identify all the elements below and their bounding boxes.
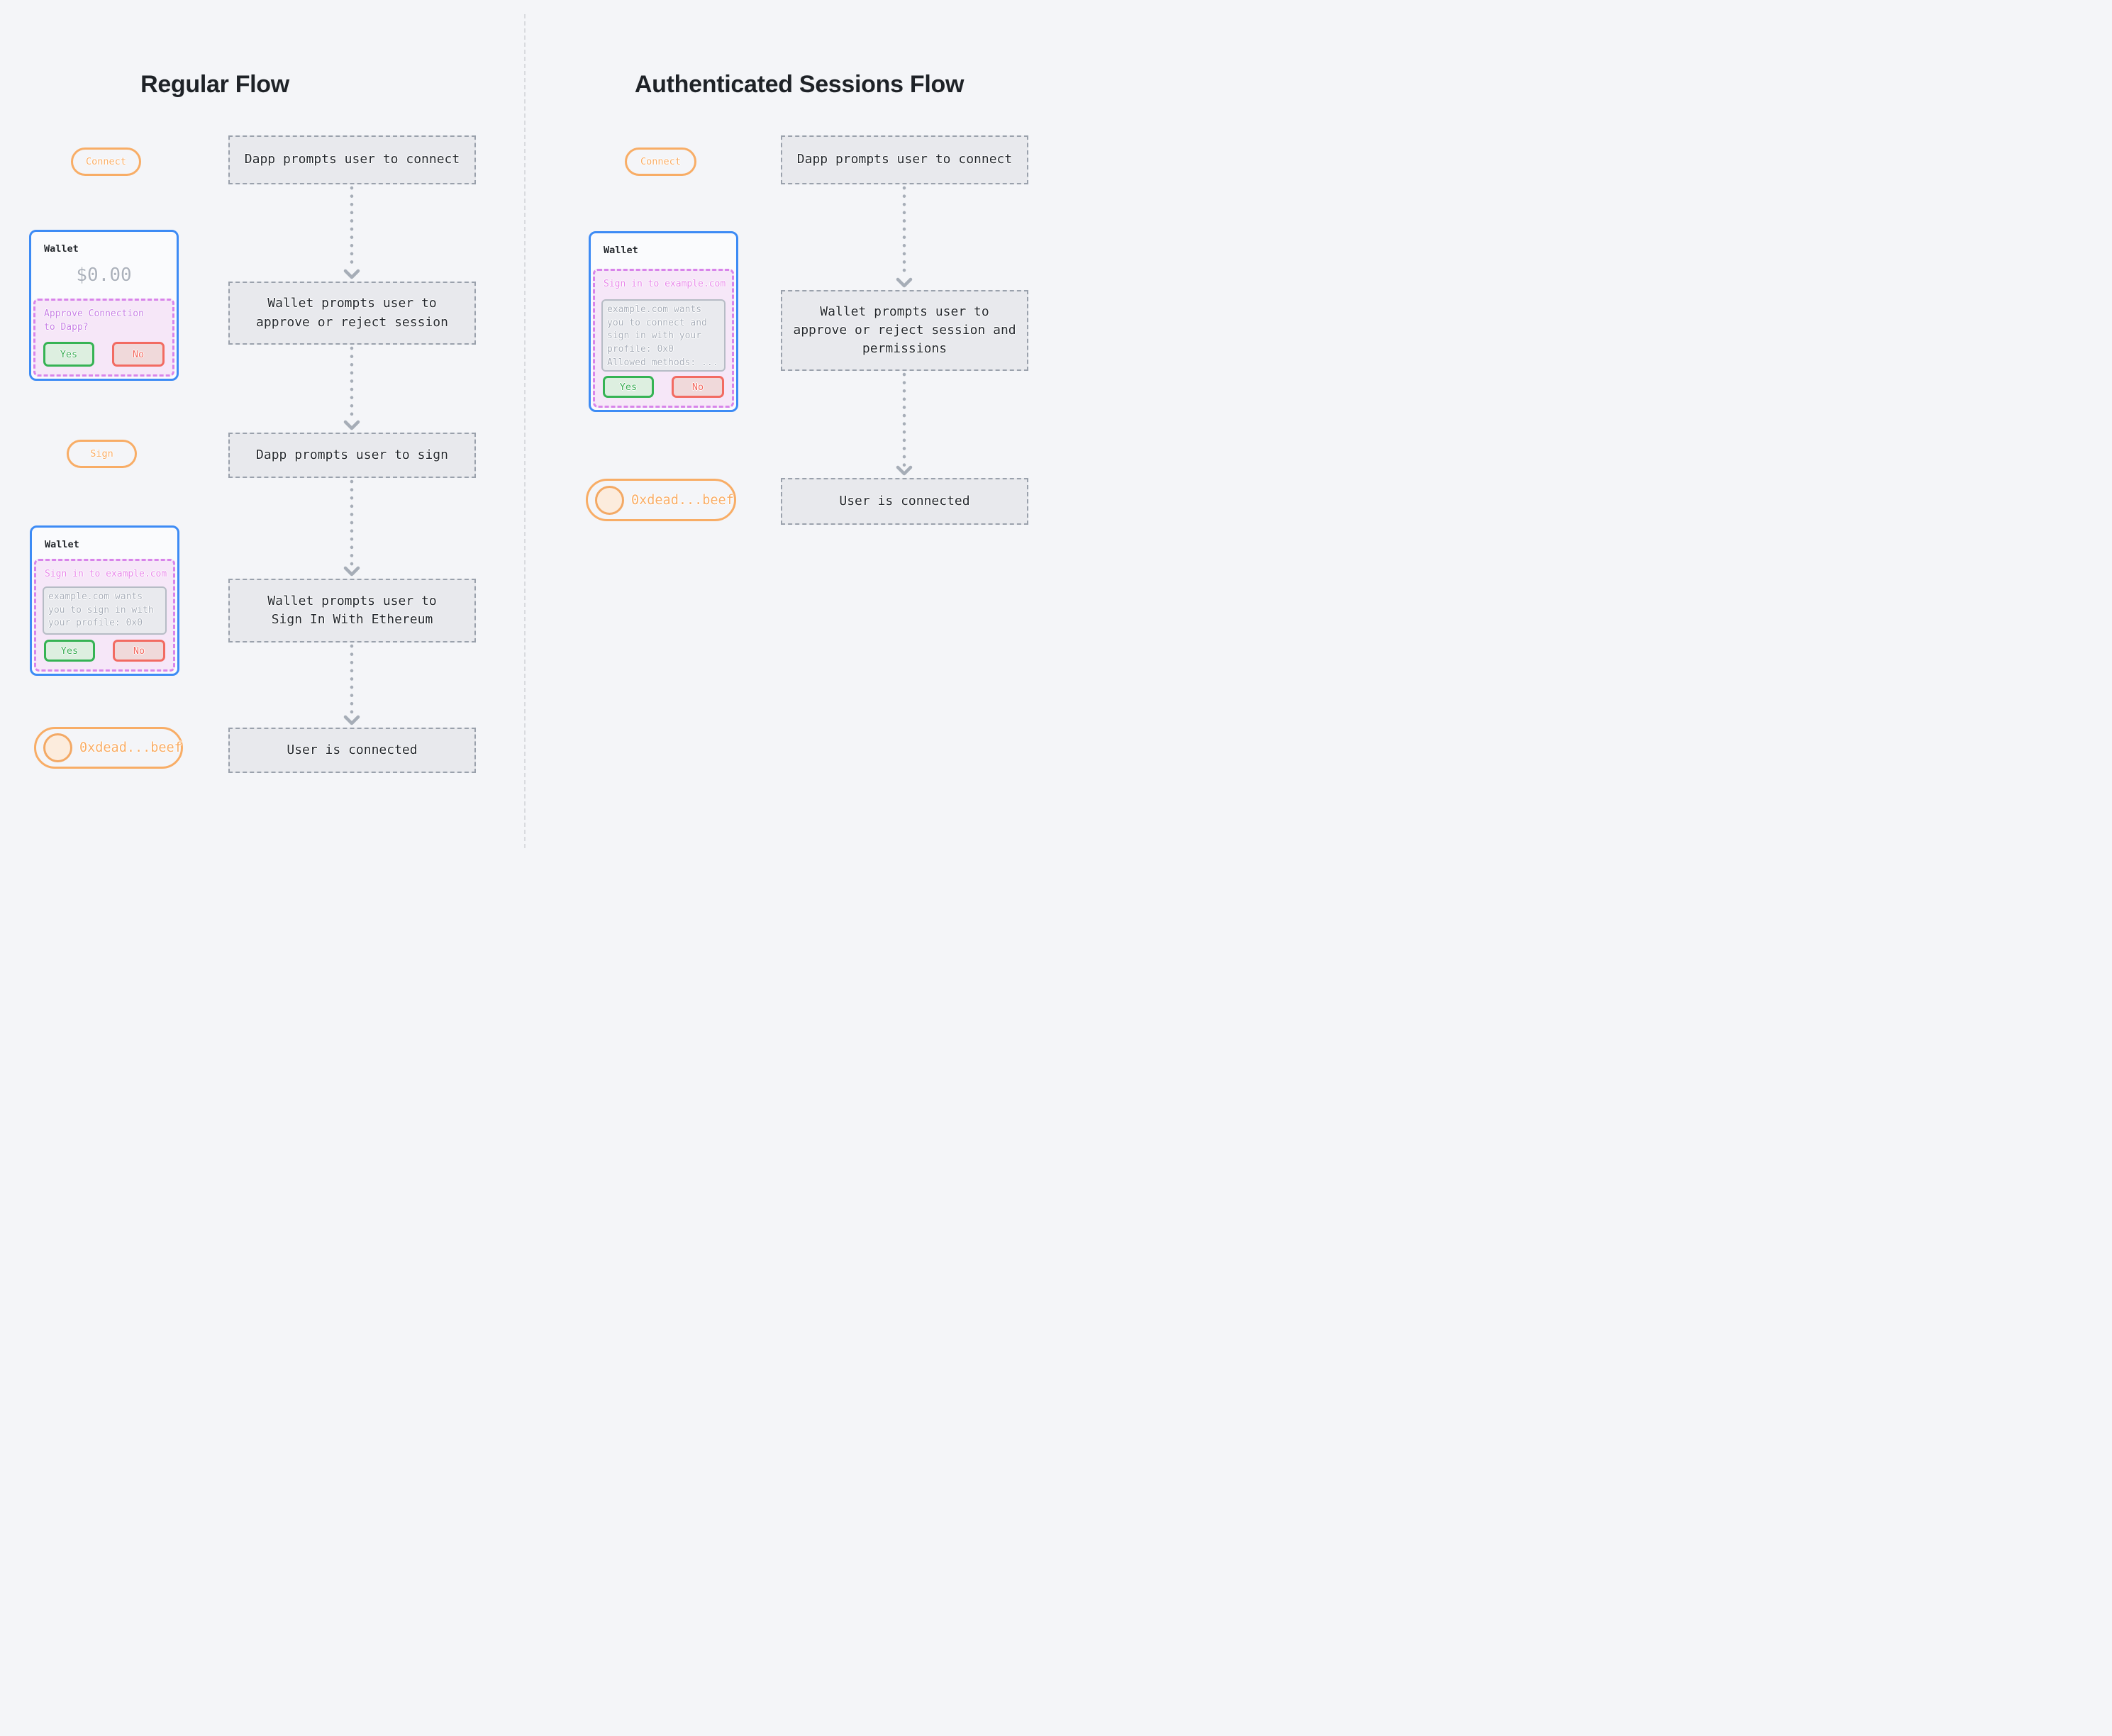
account-avatar	[595, 485, 624, 515]
account-avatar	[43, 733, 72, 762]
flow-arrow	[896, 186, 913, 288]
wallet-window-approve-connection: Wallet $0.00 Approve Connection to Dapp?…	[29, 230, 179, 381]
sign-in-prompt: Sign in to example.com	[604, 279, 726, 289]
prompt-buttons: Yes No	[44, 640, 165, 662]
sign-in-prompt: Sign in to example.com	[45, 569, 167, 579]
connect-button[interactable]: Connect	[71, 148, 141, 176]
account-address: 0xdead...beef	[79, 740, 182, 755]
wallet-prompt-panel: Approve Connection to Dapp? Yes No	[33, 299, 174, 377]
authenticated-sessions-flow-title: Authenticated Sessions Flow	[634, 71, 965, 98]
sign-in-message: example.com wants you to sign in with yo…	[48, 591, 154, 629]
yes-button-label: Yes	[619, 381, 638, 393]
wallet-flows-diagram: Regular Flow Connect Dapp prompts user t…	[0, 0, 1056, 868]
prompt-buttons: Yes No	[43, 342, 165, 367]
no-button[interactable]: No	[672, 376, 724, 398]
wallet-balance: $0.00	[76, 265, 132, 286]
connected-account-chip[interactable]: 0xdead...beef	[586, 479, 736, 521]
no-button[interactable]: No	[112, 342, 165, 367]
connect-button-label: Connect	[640, 156, 681, 167]
yes-button[interactable]: Yes	[603, 376, 654, 398]
allowed-methods-line: Allowed methods: ...	[607, 357, 718, 368]
flow-step-user-connected: User is connected	[228, 728, 476, 773]
flow-step-label: Dapp prompts user to connect	[244, 152, 460, 167]
connect-button[interactable]: Connect	[625, 148, 696, 176]
wallet-window-title: Wallet	[604, 245, 638, 256]
connect-button-label: Connect	[86, 156, 126, 167]
yes-button-label: Yes	[60, 645, 79, 657]
account-address: 0xdead...beef	[631, 492, 734, 508]
flow-step-wallet-siwe: Wallet prompts user to Sign In With Ethe…	[228, 579, 476, 642]
sign-button[interactable]: Sign	[67, 440, 137, 468]
flow-step-label: User is connected	[287, 742, 418, 757]
flow-step-wallet-approve-session-permissions: Wallet prompts user to approve or reject…	[781, 290, 1028, 371]
flow-step-label: Dapp prompts user to sign	[256, 447, 448, 462]
flow-step-label: Wallet prompts user to approve or reject…	[793, 304, 1016, 357]
sign-in-message: example.com wants you to connect and sig…	[607, 304, 707, 355]
yes-button[interactable]: Yes	[43, 342, 94, 367]
prompt-buttons: Yes No	[603, 376, 724, 398]
flow-arrow	[896, 372, 913, 476]
flow-arrow	[343, 346, 360, 430]
flow-step-wallet-approve-session: Wallet prompts user to approve or reject…	[228, 282, 476, 345]
no-button-label: No	[132, 348, 145, 360]
flow-step-label: Wallet prompts user to approve or reject…	[256, 296, 448, 330]
flow-step-label: Wallet prompts user to Sign In With Ethe…	[267, 593, 437, 627]
flow-step-label: Dapp prompts user to connect	[796, 152, 1013, 167]
yes-button-label: Yes	[60, 348, 78, 360]
wallet-prompt-panel: Sign in to example.com example.com wants…	[593, 269, 734, 408]
sign-in-message-box: example.com wants you to sign in with yo…	[43, 586, 167, 635]
connected-account-chip[interactable]: 0xdead...beef	[34, 727, 183, 769]
wallet-prompt-panel: Sign in to example.com example.com wants…	[34, 559, 175, 672]
column-divider	[524, 14, 526, 848]
sign-button-label: Sign	[90, 448, 113, 460]
yes-button[interactable]: Yes	[44, 640, 95, 662]
wallet-window-auth-session: Wallet Sign in to example.com example.co…	[589, 231, 738, 412]
wallet-window-title: Wallet	[44, 243, 79, 255]
flow-step-dapp-prompts-connect: Dapp prompts user to connect	[228, 135, 476, 184]
flow-arrow	[343, 186, 360, 279]
wallet-window-siwe: Wallet Sign in to example.com example.co…	[30, 525, 179, 676]
flow-step-user-connected: User is connected	[781, 478, 1028, 525]
flow-step-label: User is connected	[839, 493, 970, 508]
sign-in-message-box: example.com wants you to connect and sig…	[601, 299, 726, 372]
flow-step-dapp-prompts-connect: Dapp prompts user to connect	[781, 135, 1028, 184]
regular-flow-title: Regular Flow	[140, 71, 289, 98]
flow-step-dapp-prompts-sign: Dapp prompts user to sign	[228, 433, 476, 478]
no-button-label: No	[691, 381, 704, 393]
approve-connection-prompt: Approve Connection to Dapp?	[44, 308, 144, 333]
wallet-window-title: Wallet	[45, 539, 79, 550]
flow-arrow	[343, 479, 360, 577]
flow-arrow	[343, 644, 360, 725]
no-button-label: No	[133, 645, 145, 657]
no-button[interactable]: No	[113, 640, 165, 662]
